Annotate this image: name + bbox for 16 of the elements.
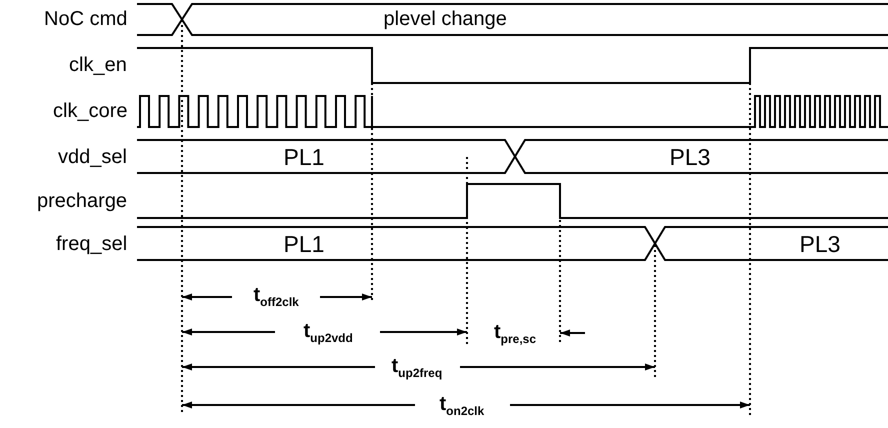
signal-name: precharge — [37, 191, 128, 211]
timing-label: t$_{up2vdd}$ — [304, 320, 353, 344]
command-label: plevel change — [384, 9, 507, 29]
timing-label: t$_{up2freq}$ — [392, 356, 442, 378]
signal-name: vdd_sel — [58, 147, 127, 167]
bus-value: PL1 — [284, 146, 324, 168]
bus-value: PL3 — [800, 232, 840, 256]
bus-value: PL3 — [670, 146, 710, 168]
bus-value: PL1 — [284, 232, 324, 256]
signal-name: NoC cmd — [44, 9, 128, 29]
timing-label: t$_{pre,sc}$ — [494, 322, 536, 344]
timing-label: t$_{on2clk}$ — [440, 394, 484, 416]
signal-name: clk_en — [69, 55, 127, 75]
timing-label: t$_{off2clk}$ — [254, 284, 299, 308]
signal-name: clk_core — [53, 101, 128, 121]
signal-name: freq_sel — [56, 234, 128, 254]
